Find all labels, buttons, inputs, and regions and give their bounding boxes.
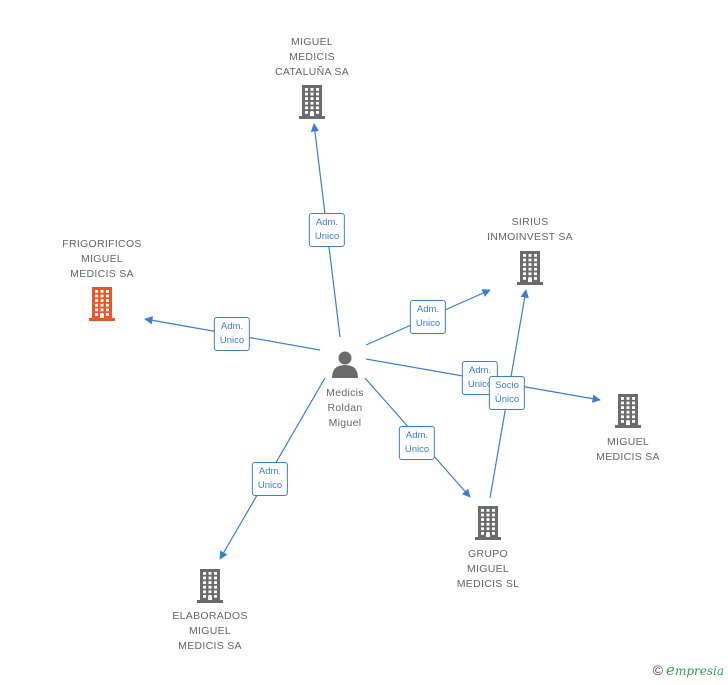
relation-label-person-frigorificos[interactable]: Adm. Unico <box>213 317 251 351</box>
company-label-elaborados: ELABORADOS MIGUEL MEDICIS SA <box>172 609 247 654</box>
company-label-frigorificos-line: MIGUEL <box>80 253 124 265</box>
company-label-sirius: SIRIUS INMOINVEST SA <box>487 215 573 245</box>
brand-logo[interactable]: empresia <box>666 661 724 679</box>
relation-label-person-mm-cataluna[interactable]: Adm. Unico <box>308 213 346 247</box>
building-icon[interactable] <box>615 394 641 428</box>
company-label-elaborados-line: MEDICIS SA <box>178 640 242 652</box>
relation-label-person-mm-sa-line: Unico <box>467 379 493 390</box>
relation-label-person-sirius-line: Adm. <box>416 304 440 315</box>
company-label-mm-sa-line: MEDICIS SA <box>596 451 660 463</box>
person-name-label-line: Medicis <box>326 387 364 399</box>
person-icon[interactable] <box>332 351 358 379</box>
company-label-mm-cataluna-line: MIGUEL <box>290 36 334 48</box>
copyright-symbol: © <box>652 662 664 678</box>
building-icon[interactable] <box>89 287 115 321</box>
company-label-mm-sa: MIGUEL MEDICIS SA <box>596 435 660 465</box>
brand-name: mpresia <box>674 664 724 678</box>
company-label-grupo-line: MIGUEL <box>466 563 510 575</box>
company-label-grupo-line: GRUPO <box>467 548 509 560</box>
icons-layer <box>89 85 641 603</box>
person-name-label-line: Roldan <box>327 402 363 414</box>
building-icon[interactable] <box>517 251 543 285</box>
company-label-mm-cataluna-line: MEDICIS <box>289 51 335 63</box>
person-name-label-line: Miguel <box>328 417 362 429</box>
company-label-frigorificos-line: MEDICIS SA <box>70 268 134 280</box>
company-label-elaborados-line: MIGUEL <box>188 625 232 637</box>
company-label-grupo: GRUPO MIGUEL MEDICIS SL <box>457 547 520 592</box>
relation-label-person-grupo-line: Unico <box>404 444 430 455</box>
relation-label-grupo-sirius-line: Único <box>494 394 520 405</box>
relation-label-person-elaborados-line: Adm. <box>258 466 282 477</box>
company-label-elaborados-line: ELABORADOS <box>172 610 248 622</box>
relation-label-person-grupo-line: Adm. <box>405 430 429 441</box>
relation-label-person-elaborados[interactable]: Adm. Unico <box>251 462 289 496</box>
company-label-sirius-line: SIRIUS <box>511 216 549 228</box>
company-label-grupo-line: MEDICIS SL <box>456 578 520 590</box>
company-label-sirius-line: INMOINVEST SA <box>487 231 573 243</box>
company-label-mm-sa-line: MIGUEL <box>606 436 650 448</box>
building-icon[interactable] <box>299 85 325 119</box>
relation-label-person-sirius[interactable]: Adm. Unico <box>409 300 447 334</box>
company-label-frigorificos-line: FRIGORIFICOS <box>62 238 142 250</box>
building-icon[interactable] <box>197 569 223 603</box>
relation-label-person-grupo[interactable]: Adm. Unico <box>398 426 436 460</box>
relation-label-person-mm-sa-line: Adm. <box>468 365 492 376</box>
relation-label-grupo-sirius-line: Socio <box>495 380 519 391</box>
company-label-frigorificos: FRIGORIFICOS MIGUEL MEDICIS SA <box>62 237 141 282</box>
brand-initial: e <box>666 661 675 679</box>
company-label-mm-cataluna-line: CATALUÑA SA <box>274 66 350 78</box>
building-icon[interactable] <box>475 506 501 540</box>
company-label-mm-cataluna: MIGUEL MEDICIS CATALUÑA SA <box>275 35 349 80</box>
relation-label-person-mm-cataluna-line: Unico <box>314 231 340 242</box>
relation-label-person-elaborados-line: Unico <box>257 480 283 491</box>
relation-label-person-sirius-line: Unico <box>415 318 441 329</box>
relation-label-person-frigorificos-line: Unico <box>219 335 245 346</box>
relation-label-person-mm-cataluna-line: Adm. <box>315 217 339 228</box>
relation-label-person-frigorificos-line: Adm. <box>220 321 244 332</box>
copyright-notice: ©empresia <box>653 661 724 679</box>
